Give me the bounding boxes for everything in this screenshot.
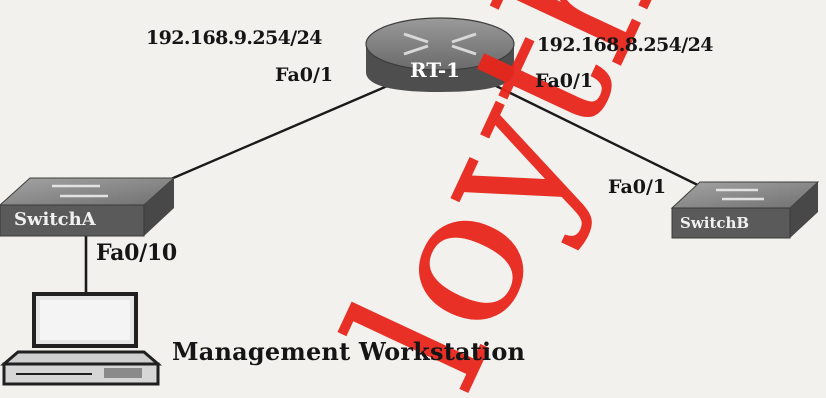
switch-b-label: SwitchB xyxy=(680,214,750,232)
switch-a-port-label: Fa0/10 xyxy=(96,240,177,266)
router-label: RT-1 xyxy=(410,58,461,82)
workstation-icon[interactable] xyxy=(0,292,163,386)
switch-b-port-label: Fa0/1 xyxy=(608,176,667,198)
switch-icon[interactable] xyxy=(670,181,820,239)
router-left-port-label: Fa0/1 xyxy=(275,64,334,86)
router-right-ip-label: 192.168.8.254/24 xyxy=(537,34,713,56)
router-right-port-label: Fa0/1 xyxy=(535,70,594,92)
link-router-switcha xyxy=(149,82,393,190)
switch-a-label: SwitchA xyxy=(14,209,96,230)
router-left-ip-label: 192.168.9.254/24 xyxy=(146,27,322,49)
switch-icon[interactable] xyxy=(0,177,176,237)
link-router-switchb xyxy=(491,82,713,194)
workstation-label: Management Workstation xyxy=(172,337,526,366)
router-icon[interactable] xyxy=(365,17,515,92)
